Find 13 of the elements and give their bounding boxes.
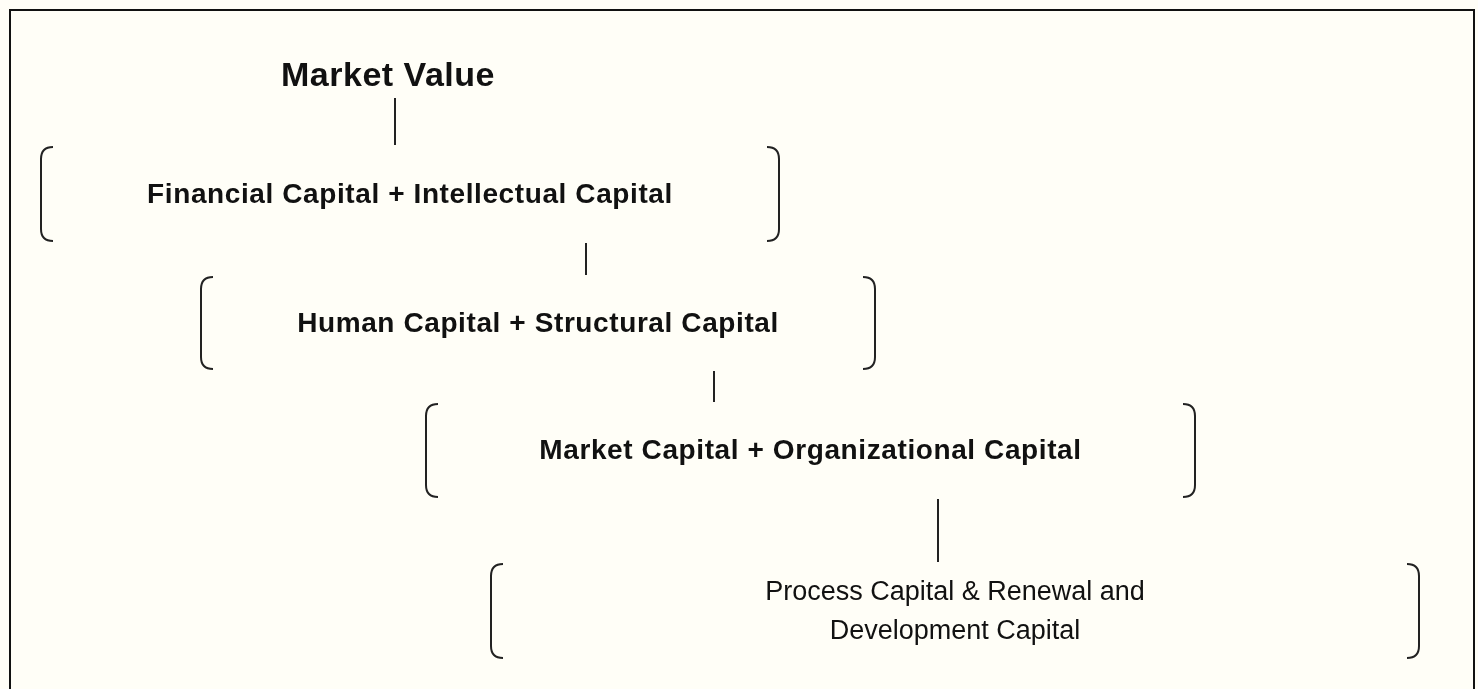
bracketed-group [198,275,878,371]
node-label: Process Capital & Renewal and Development Capital [764,574,1146,647]
connector-line [937,498,939,563]
node-label: Market Capital + Organizational Capital [539,433,1082,468]
node-label: Financial Capital + Intellectual Capital [147,176,673,211]
node-label: Market Value [281,54,495,96]
bracketed-group [488,562,1422,660]
bracketed-group [423,402,1198,499]
connector-line [585,242,587,276]
connector-line [713,370,715,403]
bracketed-group [38,145,782,243]
node-label: Human Capital + Structural Capital [297,305,779,340]
connector-line [394,97,396,146]
